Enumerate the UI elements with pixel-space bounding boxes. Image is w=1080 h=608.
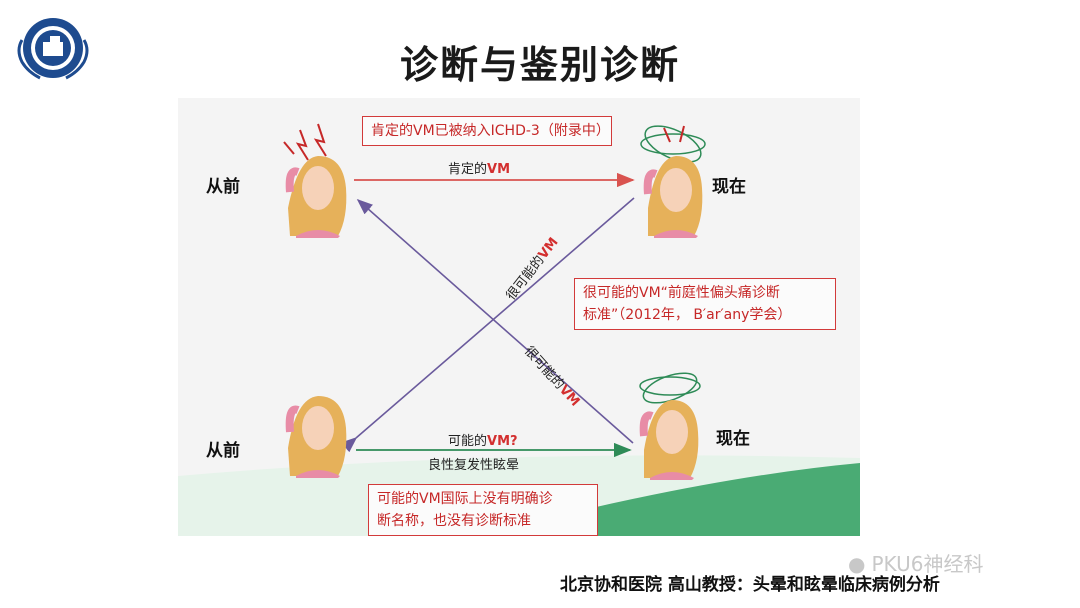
arrow-diag-up [356, 198, 634, 444]
arrow-diag-down [340, 197, 635, 453]
box-possible-line1: 可能的VM国际上没有明确诊 [377, 491, 553, 507]
label-definite-vm-text: VM [487, 162, 511, 177]
label-definite-vm: 肯定的VM [448, 158, 510, 177]
label-possible-vm: 可能的VM? [448, 430, 518, 449]
person-headache-bottom-left [285, 396, 347, 478]
box-ichd3: 肯定的VM已被纳入ICHD-3（附录中） [362, 116, 612, 146]
person-dizzy-top-right [640, 125, 706, 238]
box-probable-line2: 标准”（2012年， B′ar′any学会） [583, 307, 792, 323]
watermark-text: PKU6神经科 [871, 552, 984, 576]
label-possible-prefix: 可能的 [448, 434, 488, 449]
watermark: ●PKU6神经科 [848, 548, 983, 577]
box-probable-line1: 很可能的VM“前庭性偏头痛诊断 [583, 285, 780, 301]
label-definite-prefix: 肯定的 [448, 162, 488, 177]
label-possible-vm-text: VM? [487, 434, 518, 449]
diagram-panel: 肯定的VM已被纳入ICHD-3（附录中） 很可能的VM“前庭性偏头痛诊断 标准”… [178, 98, 860, 536]
wechat-icon: ● [848, 552, 866, 576]
label-benign-recurrent-vertigo: 良性复发性眩晕 [428, 458, 520, 473]
label-now-top: 现在 [712, 177, 746, 197]
label-past-bottom: 从前 [206, 441, 240, 461]
box-probable-vm-criteria: 很可能的VM“前庭性偏头痛诊断 标准”（2012年， B′ar′any学会） [574, 278, 836, 330]
label-now-bottom: 现在 [716, 429, 750, 449]
institute-logo [10, 10, 96, 86]
slide-title: 诊断与鉴别诊断 [399, 43, 680, 87]
person-headache-top-left [283, 123, 347, 238]
box-possible-line2: 断名称，也没有诊断标准 [377, 513, 531, 529]
slide-footer: 北京协和医院 高山教授：头晕和眩晕临床病例分析 [560, 575, 940, 595]
box-possible-vm: 可能的VM国际上没有明确诊 断名称，也没有诊断标准 [368, 484, 598, 536]
person-dizzy-bottom-right [639, 372, 701, 480]
label-past-top: 从前 [206, 177, 240, 197]
